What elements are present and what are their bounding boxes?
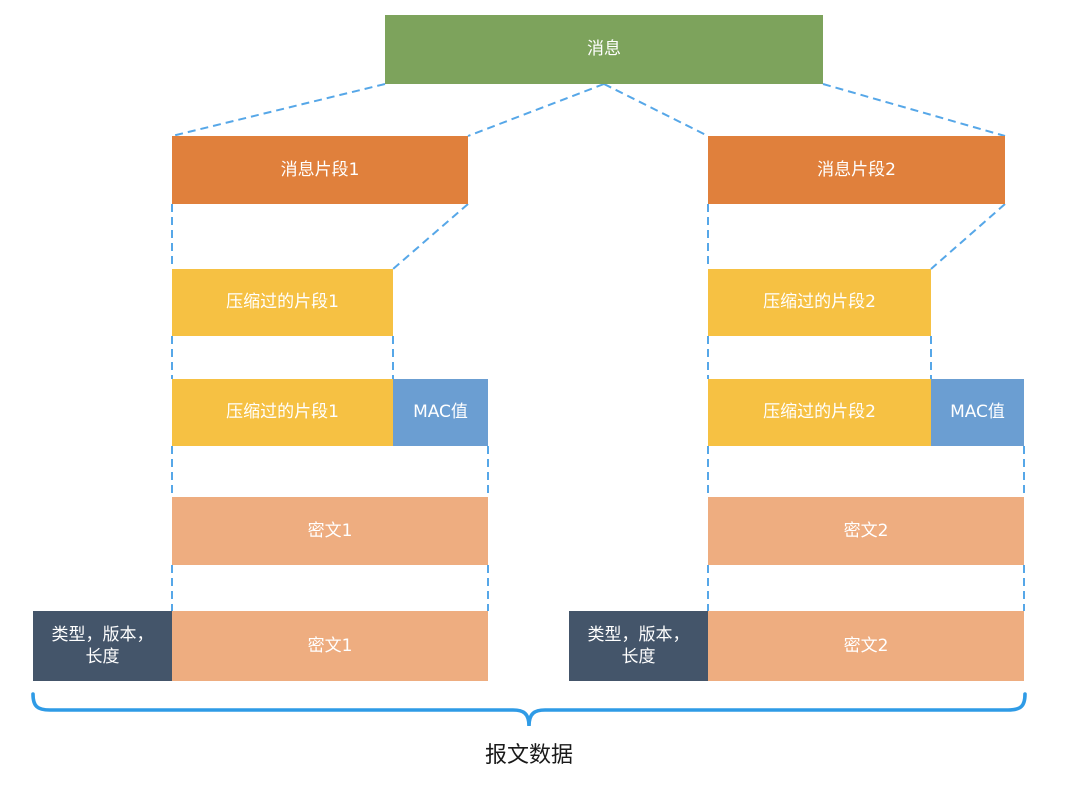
- ciphertext-box-1: 密文1: [172, 497, 488, 565]
- record-ciphertext-box-1: 密文1: [172, 611, 488, 681]
- caption-label: 报文数据: [484, 743, 573, 768]
- compressed-mac-box-2: 压缩过的片段2: [708, 379, 931, 446]
- record-header-box-1: 类型，版本，长度: [33, 611, 172, 681]
- compressed-box-2: 压缩过的片段2: [708, 269, 931, 336]
- mac-box-1: MAC值: [393, 379, 488, 446]
- fragment-box-1: 消息片段1: [172, 136, 468, 204]
- compressed-box-1: 压缩过的片段1: [172, 269, 393, 336]
- mac-box-2: MAC值: [931, 379, 1024, 446]
- record-ciphertext-box-2: 密文2: [708, 611, 1024, 681]
- connector-line: [822, 83, 1006, 137]
- connector-line: [930, 203, 1006, 270]
- connector-line: [171, 83, 386, 137]
- connector-line: [603, 83, 709, 137]
- connector-line: [392, 203, 469, 270]
- ciphertext-box-2: 密文2: [708, 497, 1024, 565]
- record-header-box-2: 类型，版本，长度: [569, 611, 708, 681]
- compressed-mac-box-1: 压缩过的片段1: [172, 379, 393, 446]
- brace: [31, 692, 1027, 727]
- fragment-box-2: 消息片段2: [708, 136, 1005, 204]
- message-box: 消息: [385, 15, 823, 84]
- connector-line: [467, 83, 605, 137]
